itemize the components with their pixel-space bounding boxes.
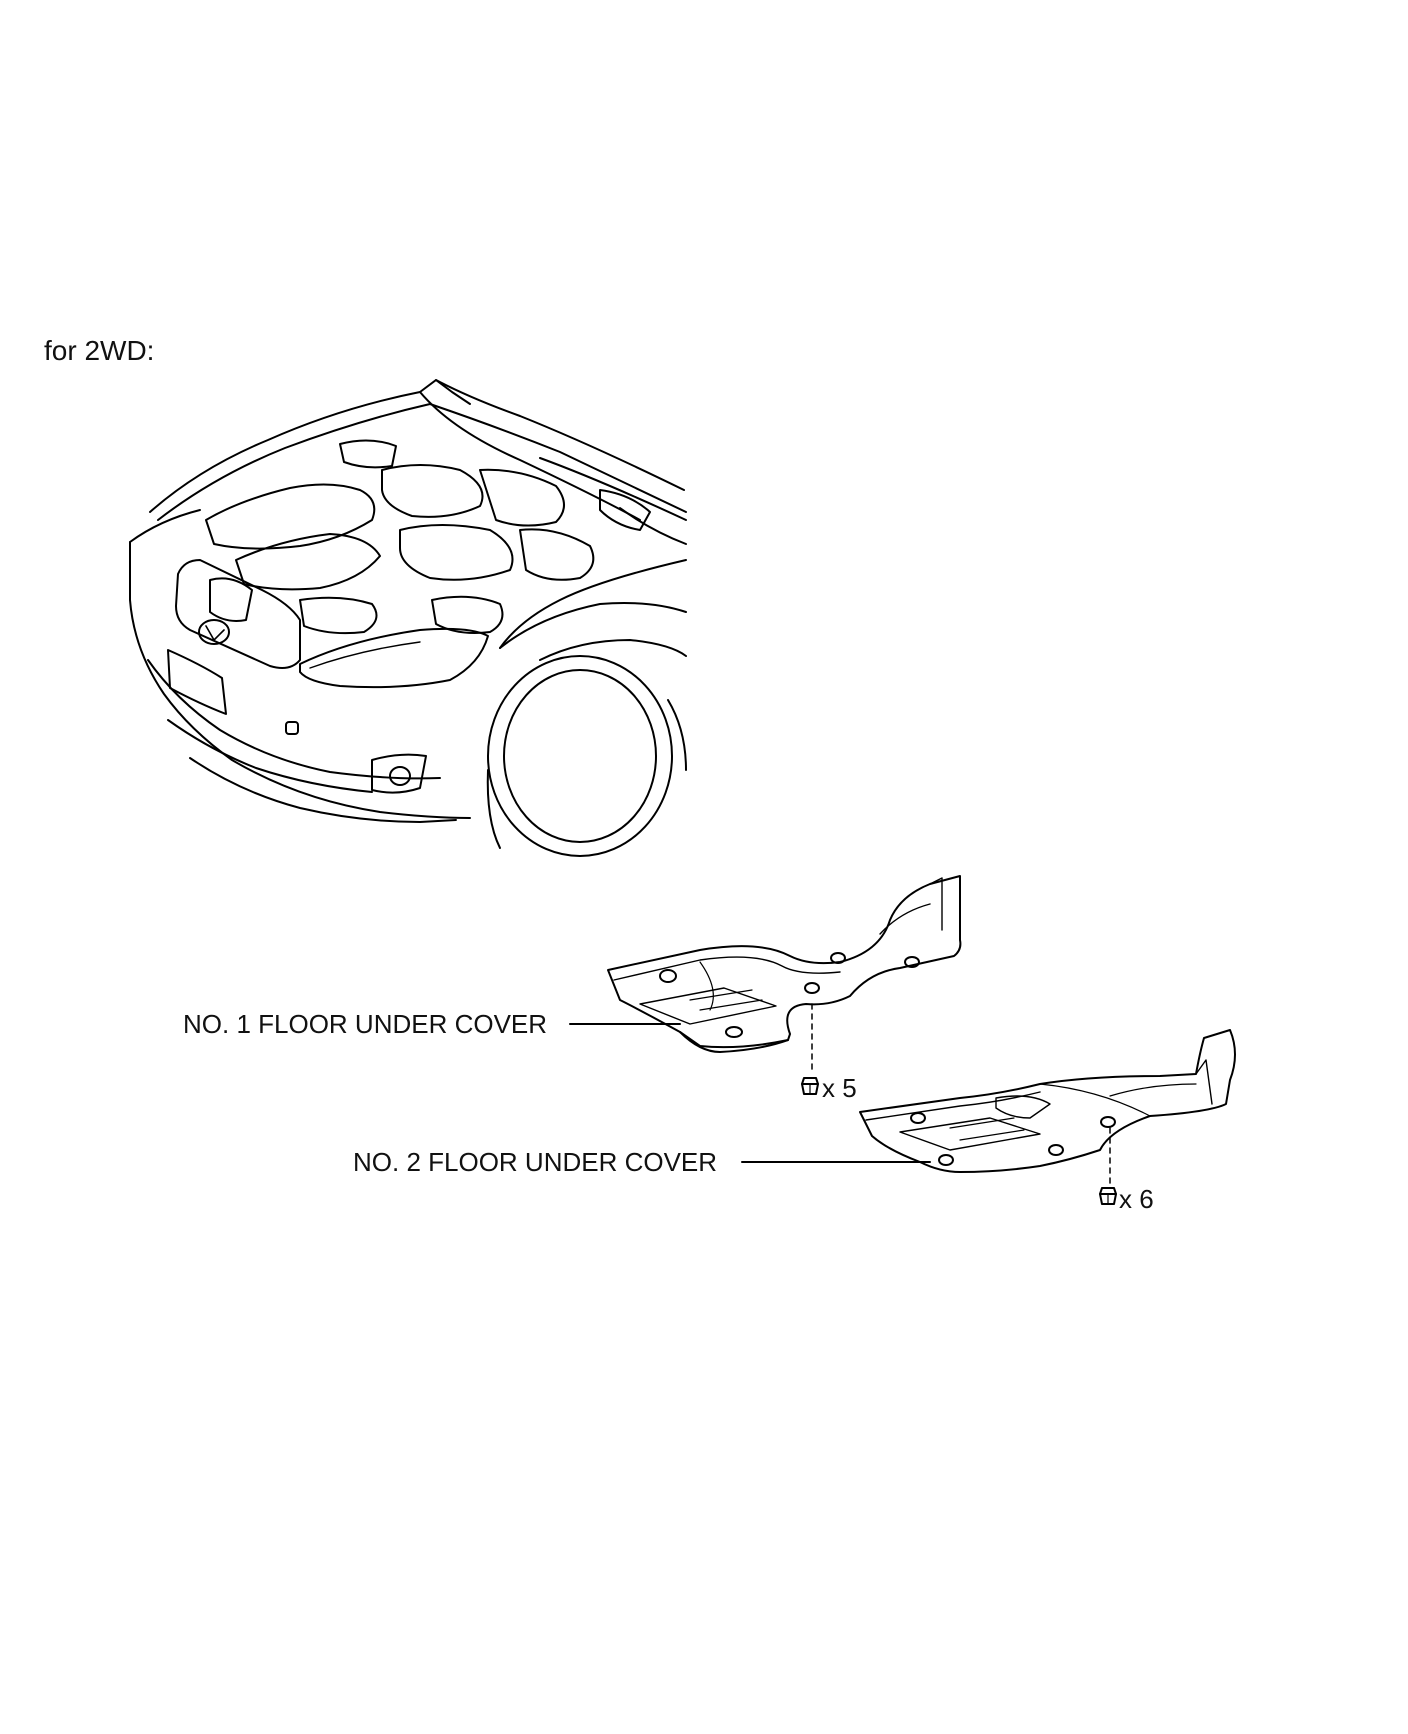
fastener-qty-no2: x 6 [1119, 1184, 1154, 1214]
part-label-no1-floor-under-cover: NO. 1 FLOOR UNDER COVER [183, 1009, 548, 1039]
floor-under-cover-1-icon [607, 875, 962, 1053]
clip-fastener-icon [801, 1077, 819, 1095]
part-label-no2-floor-under-cover: NO. 2 FLOOR UNDER COVER [353, 1147, 718, 1177]
fastener-qty-no1: x 5 [822, 1073, 857, 1103]
clip-fastener-icon [1099, 1187, 1117, 1205]
car-front-icon [129, 379, 687, 857]
section-heading: for 2WD: [44, 335, 155, 366]
floor-under-cover-2-icon [859, 1029, 1236, 1173]
